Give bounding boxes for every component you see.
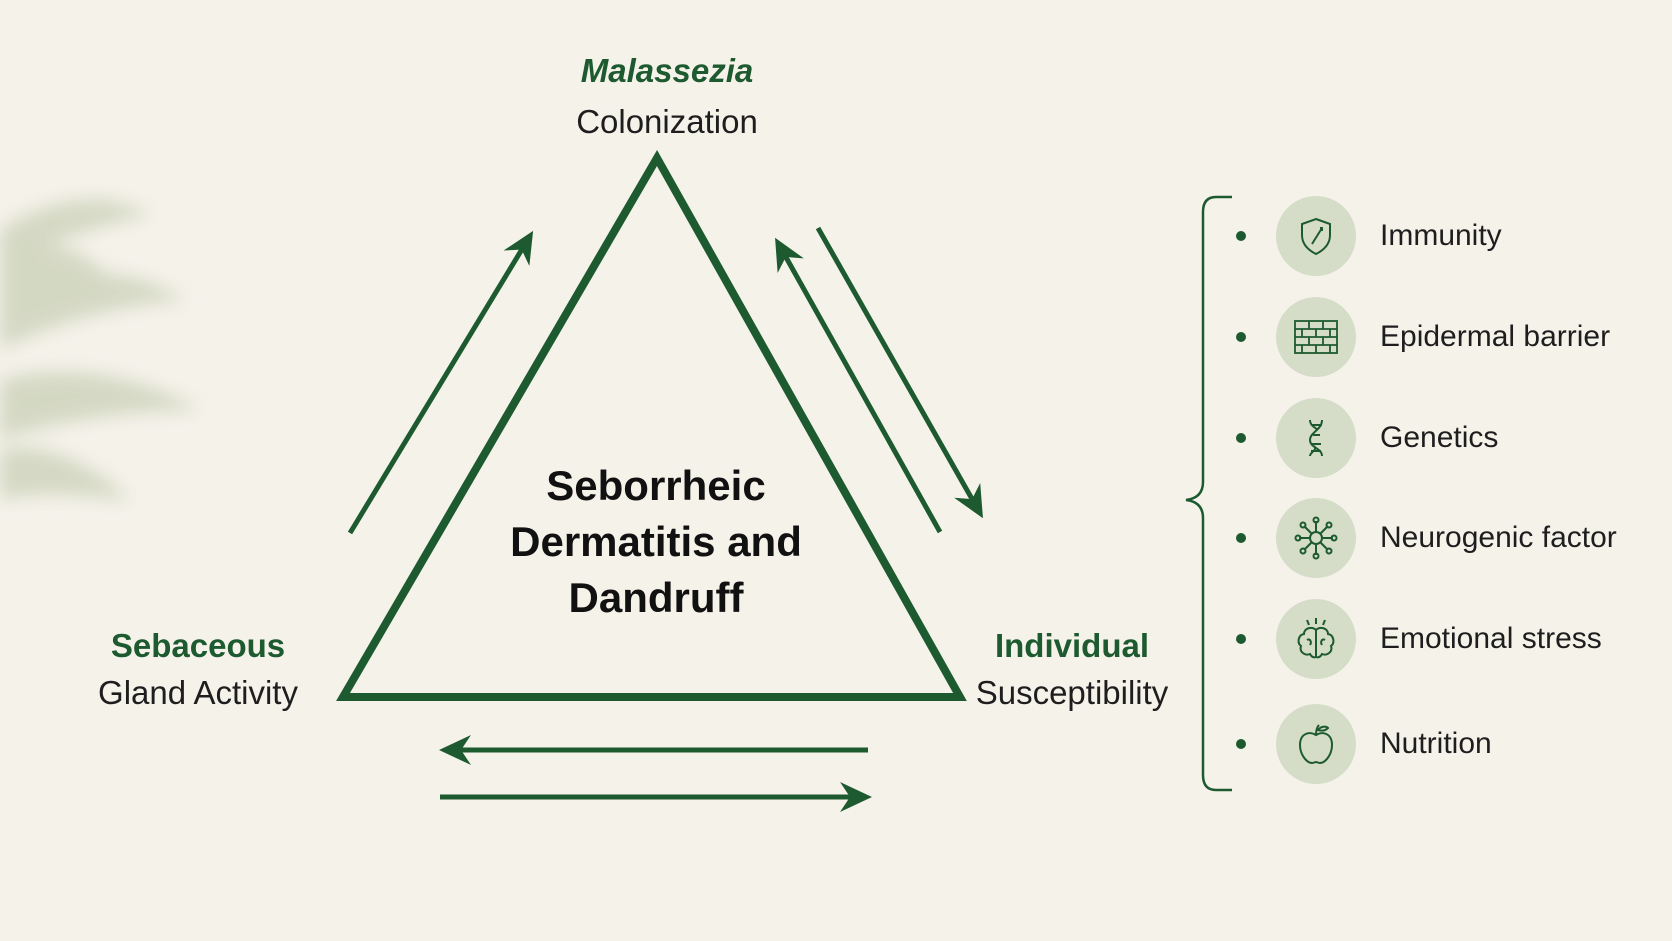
left-vertex-title: Sebaceous	[110, 627, 286, 664]
center-title-line-2: Dermatitis and	[510, 518, 802, 565]
factor-label: Nutrition	[1380, 727, 1492, 760]
arrow-right-down	[815, 226, 983, 519]
arrow-left-up	[347, 230, 534, 535]
leaf-decoration	[0, 199, 200, 500]
brain-icon	[1276, 599, 1356, 679]
shield-icon	[1276, 196, 1356, 276]
bullet	[1236, 231, 1246, 241]
right-vertex-subtitle: Susceptibility	[975, 674, 1169, 711]
brick-wall-icon	[1276, 297, 1356, 377]
factor-item-nutrition: Nutrition	[1228, 703, 1648, 785]
bullet	[1236, 433, 1246, 443]
factor-label: Emotional stress	[1380, 622, 1602, 655]
bullet	[1236, 739, 1246, 749]
neuron-icon	[1276, 498, 1356, 578]
left-vertex-subtitle: Gland Activity	[98, 674, 298, 711]
top-vertex-title: Malassezia	[580, 52, 754, 89]
factor-label: Immunity	[1380, 219, 1502, 252]
center-title-line-3: Dandruff	[568, 574, 744, 621]
dna-icon	[1276, 398, 1356, 478]
triangle-outline	[336, 149, 967, 701]
factor-item-immunity: Immunity	[1228, 195, 1648, 277]
right-vertex-title: Individual	[994, 627, 1149, 664]
bullet	[1236, 533, 1246, 543]
bullet	[1236, 634, 1246, 644]
bullet	[1236, 332, 1246, 342]
center-title: Seborrheic Dermatitis and Dandruff	[466, 458, 846, 626]
top-vertex-subtitle: Colonization	[576, 103, 758, 140]
factor-item-genetics: Genetics	[1228, 397, 1648, 479]
factor-bracket	[1185, 195, 1232, 792]
center-title-line-1: Seborrheic	[546, 462, 766, 509]
factor-item-neurogenic-factor: Neurogenic factor	[1228, 497, 1648, 579]
factor-label: Genetics	[1380, 421, 1499, 454]
factor-item-emotional-stress: Emotional stress	[1228, 598, 1648, 680]
factor-label: Neurogenic factor	[1380, 521, 1617, 554]
apple-icon	[1276, 704, 1356, 784]
factor-label: Epidermal barrier	[1380, 320, 1611, 353]
factor-item-epidermal-barrier: Epidermal barrier	[1228, 296, 1648, 378]
arrow-right-up	[775, 237, 943, 534]
